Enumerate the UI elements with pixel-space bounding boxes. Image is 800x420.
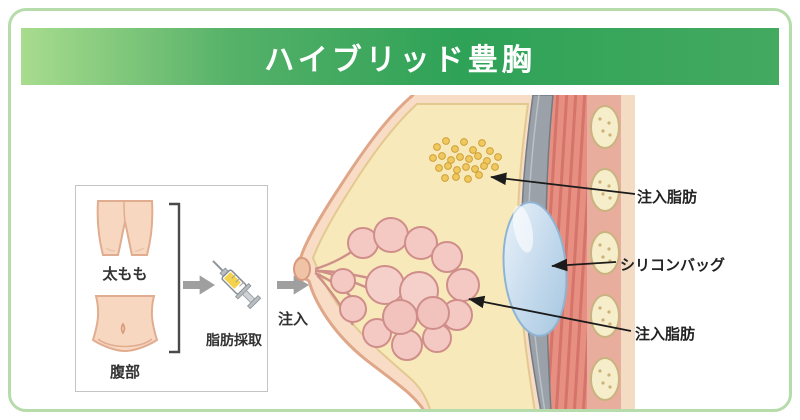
injected-fat-dots bbox=[429, 137, 502, 183]
annotation-silicone-bag: シリコンバッグ bbox=[620, 257, 726, 274]
nipple bbox=[293, 257, 311, 281]
annotation-injected-fat-top: 注入脂肪 bbox=[637, 189, 698, 206]
thigh-illustration-icon bbox=[96, 200, 154, 256]
fat-harvest-label: 脂肪採取 bbox=[206, 332, 262, 348]
annotation-injected-fat-bottom: 注入脂肪 bbox=[635, 326, 696, 343]
mammary-gland bbox=[314, 217, 480, 361]
bracket-icon bbox=[169, 202, 181, 354]
breast-cross-section-illustration bbox=[293, 95, 636, 412]
thigh-label: 太もも bbox=[102, 266, 148, 283]
page-title: ハイブリッド豊胸 bbox=[264, 43, 536, 77]
annotation-lines bbox=[468, 172, 636, 332]
abdomen-label: 腹部 bbox=[109, 364, 140, 381]
abdomen-illustration-icon bbox=[91, 295, 159, 353]
back-skin-layer bbox=[621, 95, 635, 412]
header-banner: ハイブリッド豊胸 bbox=[21, 28, 779, 85]
rib-marrow-dots bbox=[598, 117, 612, 389]
ribs bbox=[590, 105, 620, 401]
syringe-icon bbox=[202, 250, 268, 316]
inject-label: 注入 bbox=[277, 311, 308, 328]
